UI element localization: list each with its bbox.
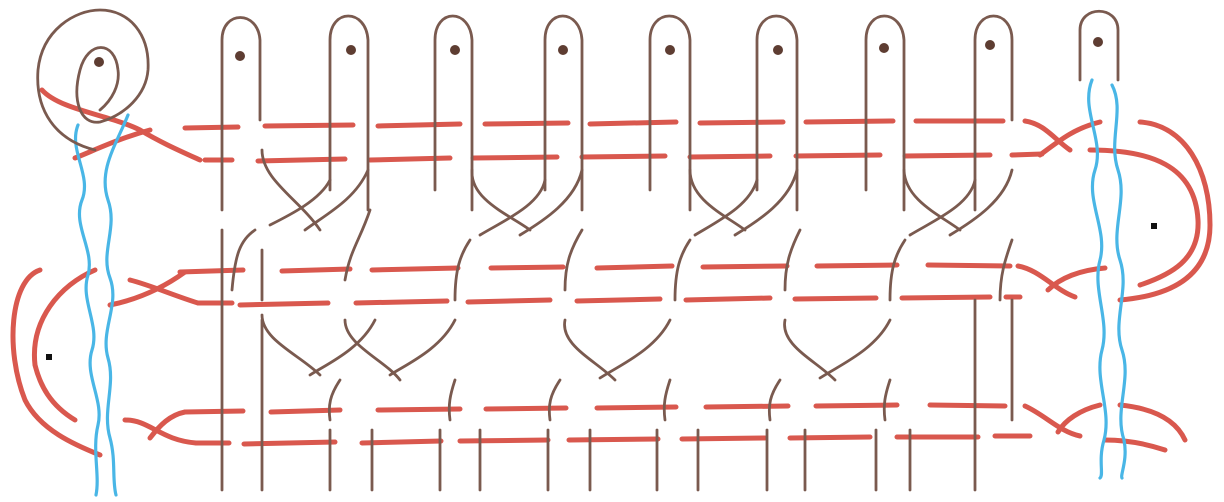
loop-dot (235, 51, 245, 61)
brown-cross-upper (735, 170, 800, 290)
red-right-mid-twist (1018, 266, 1075, 297)
red-right-low-twist (1025, 406, 1080, 436)
red-left-upper-twist (42, 90, 200, 160)
loop-dot (346, 45, 356, 55)
loop-dot (879, 43, 889, 53)
loop-dot (94, 57, 104, 67)
loop-dot (985, 40, 995, 50)
brown-cross-upper (520, 170, 582, 290)
brown-loop-7 (757, 16, 797, 210)
red-left-mid-twist (110, 272, 185, 305)
loop-dot (450, 45, 460, 55)
red-right-low-tail-2 (1105, 440, 1165, 450)
marker-left (46, 354, 52, 360)
brown-cross-lower (449, 380, 890, 420)
loop-dot (665, 45, 675, 55)
red-strand-row-6 (196, 436, 1030, 444)
red-strand-row-1 (185, 121, 1003, 128)
red-strand-group (13, 90, 1210, 455)
blue-strand-right-b (1112, 85, 1125, 478)
brown-cross-upper (675, 170, 757, 300)
loop-dot (1093, 37, 1103, 47)
brown-loop-4 (435, 16, 472, 210)
loop-dot (773, 45, 783, 55)
brown-cross-upper (950, 170, 1012, 300)
red-strand-row-4 (198, 297, 1020, 305)
red-right-end-arc-upper (1090, 150, 1198, 285)
loop-dot (558, 45, 568, 55)
red-strand-row-5 (185, 405, 1005, 412)
brown-cross-lower (329, 320, 455, 420)
marker-right (1151, 223, 1157, 229)
red-right-low-tail (1120, 405, 1185, 440)
red-strand-row-3 (180, 265, 1010, 272)
brown-loop-2 (222, 18, 260, 211)
blue-strand-left-a (76, 125, 100, 495)
blue-strand-right-a (1089, 80, 1106, 478)
brown-cross-upper (455, 170, 545, 300)
